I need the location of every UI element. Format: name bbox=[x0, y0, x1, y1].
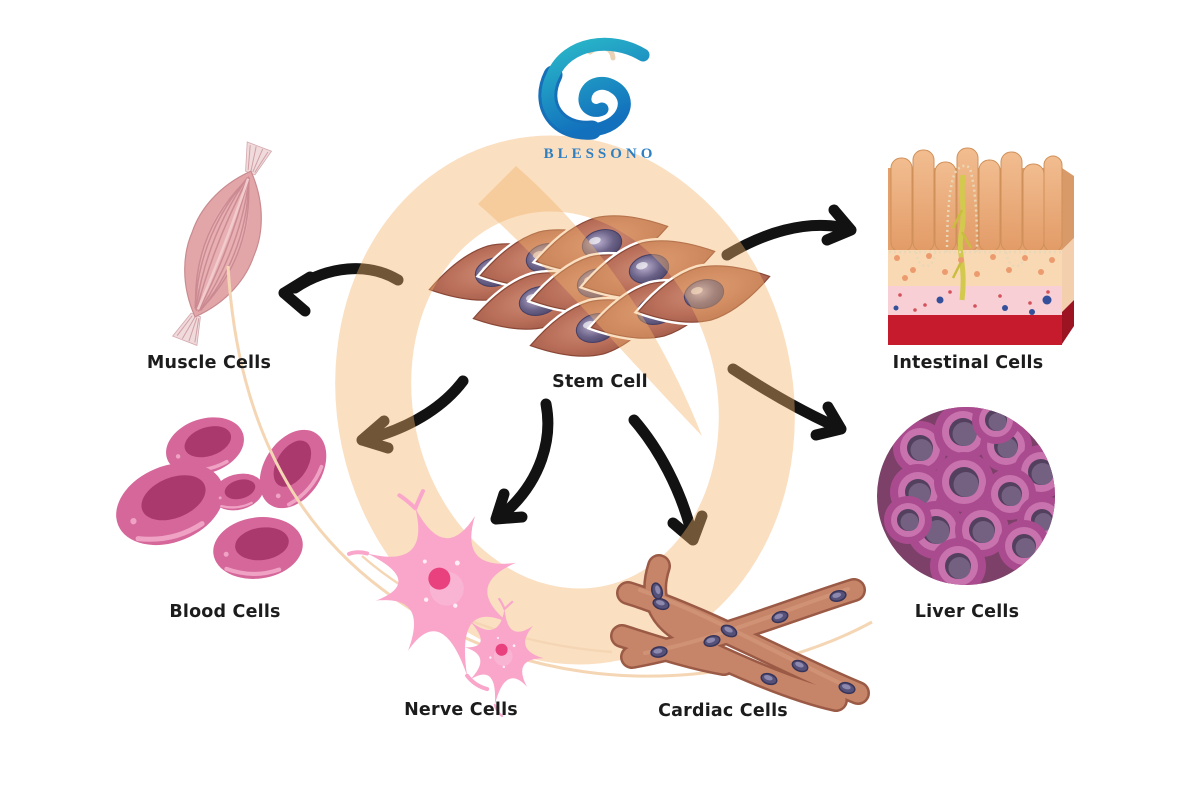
arrow-stem-to-cardiac bbox=[628, 414, 708, 546]
cardiac-cells-illustration bbox=[610, 554, 870, 712]
brand-logo-swirl-icon bbox=[538, 37, 650, 140]
label-liver-cells: Liver Cells bbox=[914, 602, 1020, 622]
label-cardiac-cells: Cardiac Cells bbox=[658, 701, 788, 721]
arrow-stem-to-blood bbox=[356, 375, 469, 454]
muscle-cells-illustration bbox=[172, 141, 273, 346]
blood-cells-illustration bbox=[104, 405, 342, 585]
background-ribbon bbox=[335, 135, 795, 665]
label-stem-cell: Stem Cell bbox=[552, 372, 648, 392]
arrow-stem-to-nerve bbox=[490, 398, 554, 525]
label-muscle-cells: Muscle Cells bbox=[146, 353, 272, 373]
intestinal-cells-illustration bbox=[888, 147, 1074, 345]
arrows bbox=[278, 204, 857, 546]
label-blood-cells: Blood Cells bbox=[169, 602, 281, 622]
brand-name: BLESSONO bbox=[543, 146, 657, 162]
liver-cells-illustration bbox=[877, 407, 1055, 585]
label-nerve-cells: Nerve Cells bbox=[404, 700, 518, 720]
arrow-stem-to-intestinal bbox=[721, 204, 857, 261]
arrow-stem-to-muscle bbox=[278, 263, 404, 317]
label-intestinal-cells: Intestinal Cells bbox=[892, 353, 1044, 373]
arrow-stem-to-liver bbox=[727, 363, 847, 441]
